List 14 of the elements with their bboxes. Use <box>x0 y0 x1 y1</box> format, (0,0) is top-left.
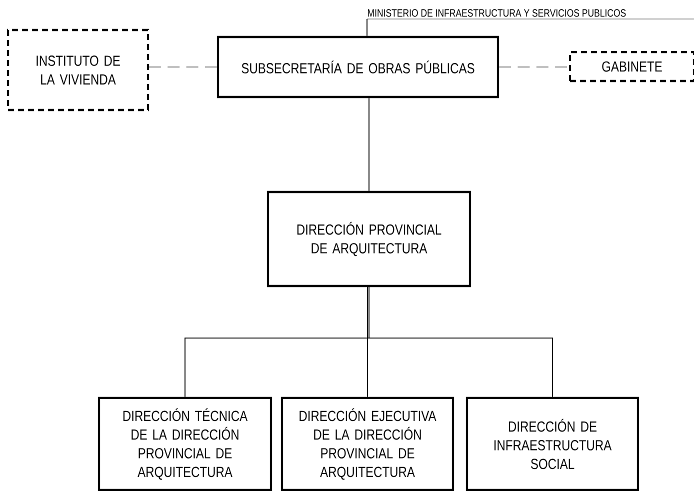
connector-line <box>368 98 370 192</box>
org-box: DIRECCIÓN PROVINCIAL DE ARQUITECTURA <box>266 190 472 288</box>
org-box: DIRECCIÓN EJECUTIVA DE LA DIRECCIÓN PROVINCIAL DE ARQUITECTURA <box>280 396 454 492</box>
connector-line <box>498 66 570 68</box>
org-box: DIRECCIÓN TÉCNICA DE LA DIRECCIÓN PROVINCIAL DE ARQUITECTURA <box>98 396 272 492</box>
org-box: DIRECCIÓN DE INFRAESTRUCTURA SOCIAL <box>466 396 640 492</box>
ministry-label: MINISTERIO DE INFRAESTRUCTURA Y SERVICIOS PUBLICOS <box>368 9 626 17</box>
connector-line <box>366 18 368 36</box>
dashed-org-box: INSTITUTO DE LA VIVIENDA <box>6 28 150 112</box>
connector-line <box>148 66 218 68</box>
dashed-org-box: GABINETE <box>568 50 694 82</box>
connector-line <box>368 286 553 398</box>
org-box: SUBSECRETARÍA DE OBRAS PÚBLICAS <box>216 36 500 98</box>
connector-line <box>367 286 368 398</box>
